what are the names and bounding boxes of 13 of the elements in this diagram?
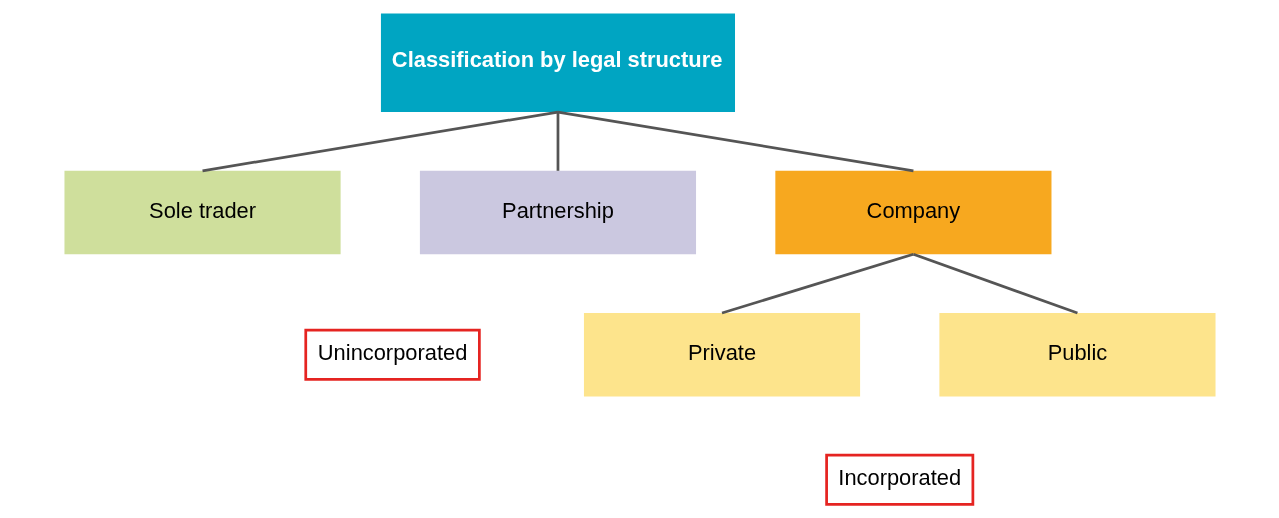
node-box: Company xyxy=(774,170,1051,255)
node-box: Partnership xyxy=(419,170,696,255)
connector xyxy=(721,252,914,315)
node-box: Sole trader xyxy=(63,170,341,255)
connector xyxy=(201,110,558,173)
node-box: Public xyxy=(938,313,1216,397)
node-box: Private xyxy=(583,313,860,397)
label: Unincorporated xyxy=(317,339,467,365)
connector xyxy=(556,112,559,171)
label: Incorporated xyxy=(837,464,961,490)
node-box: Classification by legal structure xyxy=(380,13,735,113)
connector xyxy=(912,252,1078,315)
connector xyxy=(557,110,914,173)
